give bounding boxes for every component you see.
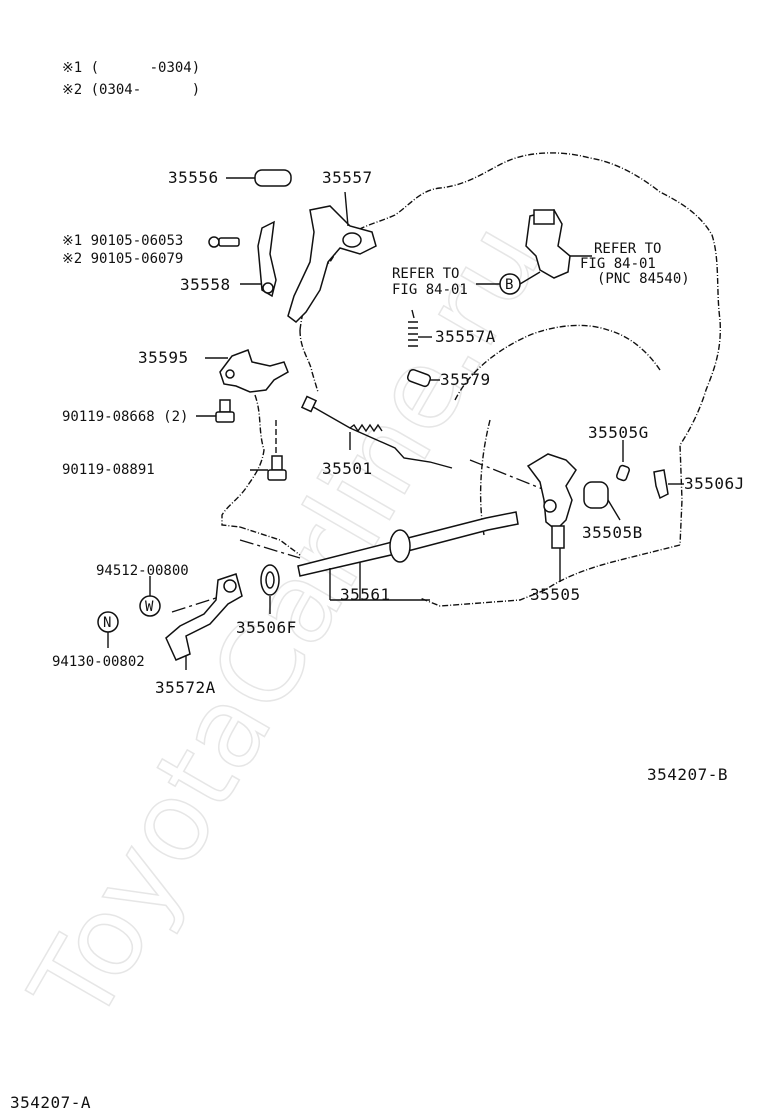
label-35557A: 35557A: [435, 327, 496, 346]
label-35556: 35556: [168, 168, 219, 187]
part-35579-pin: [406, 368, 440, 388]
refer-left-line-2: FIG 84-01: [392, 282, 468, 298]
marker-w: W: [145, 599, 154, 615]
part-35505-manual-valve-lever: [526, 453, 577, 582]
note-1: ※1 ( -0304): [62, 60, 200, 76]
label-35506J: 35506J: [684, 474, 745, 493]
neutral-start-switch: [519, 209, 592, 285]
refer-right-line-3: (PNC 84540): [597, 271, 690, 287]
label-90119-08668: 90119-08668 (2): [62, 409, 188, 425]
label-94130-00802: 94130-00802: [52, 654, 145, 670]
label-35501: 35501: [322, 459, 373, 478]
bolt-90105: [208, 236, 240, 248]
label-35505: 35505: [530, 585, 581, 604]
figure-code-b: 354207-B: [647, 765, 728, 784]
part-35572A-control-lever: [165, 573, 243, 670]
note-2: ※2 (0304- ): [62, 82, 200, 98]
label-bolt-2: ※2 90105-06079: [62, 251, 183, 267]
transmission-case-outline: [171, 152, 722, 613]
part-35505G-pin: [616, 440, 630, 482]
refer-left-line-1: REFER TO: [392, 266, 459, 282]
refer-right-line-1: REFER TO: [594, 241, 661, 257]
part-35556-pin: [226, 169, 292, 187]
label-35505G: 35505G: [588, 423, 649, 442]
label-90119-08891: 90119-08891: [62, 462, 155, 478]
bolt-90119-08891: [250, 420, 287, 481]
part-35505B-bushing: [583, 481, 621, 521]
label-35595: 35595: [138, 348, 189, 367]
figure-code-a: 354207-A: [10, 1093, 91, 1112]
label-35558: 35558: [180, 275, 231, 294]
label-35506F: 35506F: [236, 618, 297, 637]
marker-n: N: [103, 615, 111, 631]
part-35557-lever: [287, 191, 377, 323]
marker-b: B: [505, 277, 513, 293]
label-94512-00800: 94512-00800: [96, 563, 189, 579]
marker-w-circle: [139, 595, 161, 617]
bolt-90119-08668: [196, 399, 235, 423]
part-35558-detent-spring: [240, 220, 277, 298]
part-35506F-oil-seal: [260, 564, 280, 614]
part-35501-parking-rod: [300, 395, 453, 469]
part-35557A-spring: [408, 309, 432, 347]
label-35505B: 35505B: [582, 523, 643, 542]
part-35595-bracket: [205, 349, 289, 393]
part-35561-manual-shaft: [297, 511, 519, 601]
refer-right-line-2: FIG 84-01: [580, 256, 656, 272]
label-35557: 35557: [322, 168, 373, 187]
part-35506J-clip: [653, 469, 684, 500]
label-35572A: 35572A: [155, 678, 216, 697]
label-35579: 35579: [440, 370, 491, 389]
label-bolt-1: ※1 90105-06053: [62, 233, 183, 249]
label-35561: 35561: [340, 585, 391, 604]
